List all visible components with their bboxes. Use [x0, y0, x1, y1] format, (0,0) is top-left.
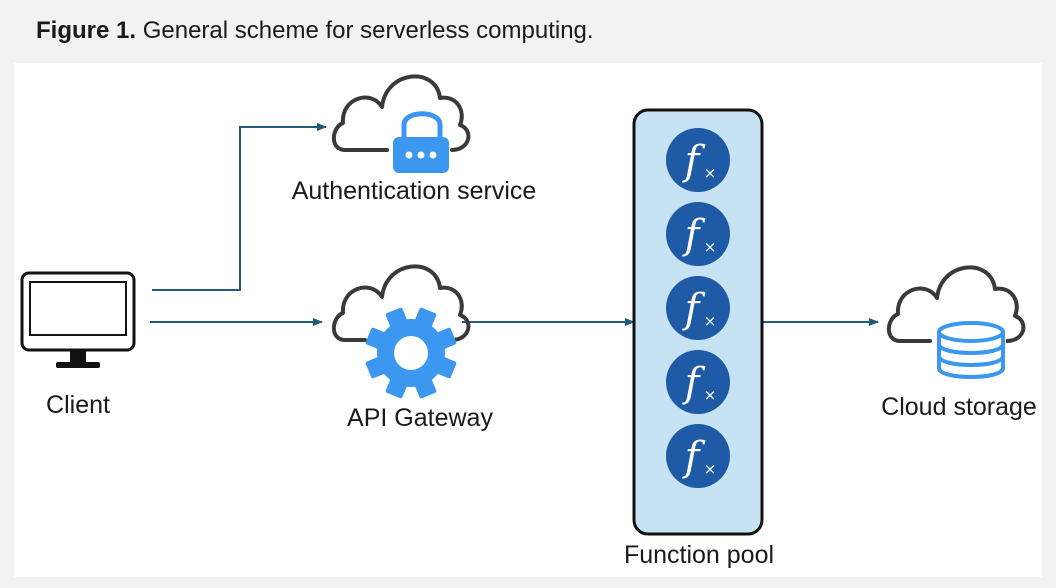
svg-text:×: ×	[704, 312, 717, 330]
cloud-lock-icon	[331, 74, 471, 173]
svg-text:×: ×	[704, 386, 717, 404]
api-gateway-label: API Gateway	[347, 404, 493, 432]
arrow-client-to-auth	[152, 123, 327, 291]
figure-title: General scheme for serverless computing.	[142, 17, 594, 44]
cloud-gear-icon	[331, 264, 471, 399]
monitor-icon	[20, 271, 136, 368]
connectors	[150, 123, 879, 326]
client-label: Client	[46, 391, 110, 419]
svg-text:×: ×	[704, 164, 717, 182]
function-fx-icon: f×	[666, 424, 730, 488]
function-pool-container: f× f× f× f× f×	[632, 108, 764, 536]
figure-number: Figure 1.	[36, 17, 137, 44]
function-fx-icon: f×	[666, 276, 730, 340]
function-pool-label: Function pool	[623, 541, 775, 569]
cloud-database-icon	[886, 265, 1026, 379]
function-fx-icon: f×	[666, 128, 730, 192]
svg-text:×: ×	[704, 460, 717, 478]
auth-service-label: Authentication service	[291, 177, 537, 205]
cloud-storage-label: Cloud storage	[881, 393, 1037, 421]
svg-text:×: ×	[704, 238, 717, 256]
figure-caption: Figure 1. General scheme for serverless …	[36, 17, 594, 45]
function-fx-icon: f×	[666, 350, 730, 414]
function-fx-icon: f×	[666, 202, 730, 266]
